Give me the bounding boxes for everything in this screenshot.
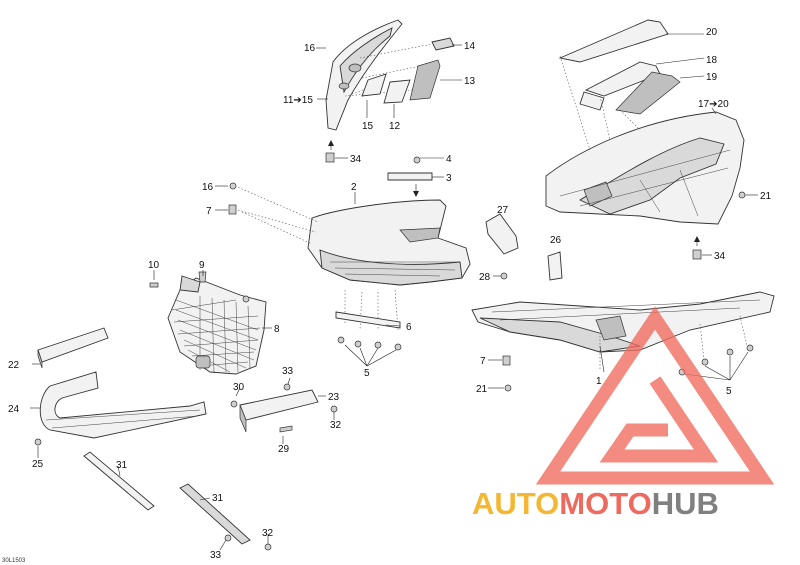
part-26-bracket — [547, 251, 563, 281]
part-19-pad — [579, 71, 681, 115]
watermark-hub: HUB — [652, 486, 719, 521]
part-27-bracket — [485, 213, 519, 255]
part-2-nose-panel — [234, 185, 471, 331]
callout-29: 29 — [278, 444, 290, 455]
part-20-pad — [558, 19, 669, 63]
part-18-pad — [584, 61, 661, 97]
part-23-bracket — [239, 389, 319, 433]
watermark-triangle — [535, 306, 775, 485]
part-7-nut-right — [502, 355, 511, 366]
watermark-inner-mark — [599, 376, 719, 463]
watermark-auto: AUTO — [472, 486, 559, 521]
callout-5-right: 5 — [726, 386, 732, 397]
callout-32-bottom: 32 — [262, 528, 274, 539]
part-5-fasteners-left — [337, 336, 402, 351]
part-32-screw-mid — [330, 405, 338, 413]
callout-30: 30 — [233, 382, 245, 393]
part-31-strip-lower — [179, 483, 251, 545]
leader-lines — [30, 33, 758, 551]
part-9-clip — [198, 271, 207, 283]
callout-16-left: 16 — [202, 182, 214, 193]
part-1-side-skirt — [471, 291, 775, 370]
callout-labels: 16 14 13 11➔15 15 12 34 4 3 2 16 7 10 9 … — [2, 27, 772, 564]
callout-32-mid: 32 — [330, 420, 342, 431]
part-8-grille — [167, 275, 267, 375]
part-31-strip-upper — [83, 451, 155, 511]
callout-34-top: 34 — [350, 154, 362, 165]
part-33-screw-bottom — [224, 534, 232, 542]
part-7-nut-left — [228, 204, 237, 215]
callout-27: 27 — [497, 205, 509, 216]
callout-18: 18 — [706, 55, 718, 66]
drawing-code: 30L1503 — [2, 558, 26, 564]
callout-15: 15 — [362, 121, 374, 132]
callout-25: 25 — [32, 459, 44, 470]
part-13-trim-piece — [409, 59, 441, 101]
callout-33-bottom: 33 — [210, 550, 222, 561]
part-12-panel — [383, 79, 411, 104]
callout-4: 4 — [446, 154, 452, 165]
callout-2: 2 — [351, 182, 357, 193]
callout-24: 24 — [8, 404, 20, 415]
svg-text:AUTOMOTOHUB: AUTOMOTOHUB — [472, 486, 719, 521]
part-10-bolt — [149, 282, 159, 288]
callout-13: 13 — [464, 76, 476, 87]
part-6-strip — [335, 311, 401, 329]
callout-22: 22 — [8, 360, 20, 371]
callout-33-mid: 33 — [282, 366, 294, 377]
callout-26: 26 — [550, 235, 562, 246]
part-34-top-clip — [325, 140, 348, 163]
callout-7-right: 7 — [480, 356, 486, 367]
part-29-screw — [279, 425, 293, 433]
callout-20: 20 — [706, 27, 718, 38]
part-24-bumper — [39, 371, 207, 439]
watermark-logo: AUTOMOTOHUB — [472, 306, 775, 521]
callout-19: 19 — [706, 72, 718, 83]
callout-23: 23 — [328, 392, 340, 403]
callout-16-top: 16 — [304, 43, 316, 54]
callout-11-15: 11➔15 — [283, 95, 313, 106]
part-32-screw-bottom — [264, 543, 272, 551]
callout-31-lower: 31 — [212, 493, 224, 504]
part-4-screw — [413, 156, 421, 164]
part-28-screw — [500, 272, 508, 280]
callout-12: 12 — [389, 121, 401, 132]
part-22-rail — [37, 327, 109, 369]
callout-31-upper: 31 — [116, 460, 128, 471]
part-33-screw-mid — [283, 383, 291, 391]
part-21-screw-right — [738, 191, 746, 199]
callout-34-right: 34 — [714, 251, 726, 262]
part-3-bracket — [387, 172, 433, 197]
part-17-20-side-panel — [545, 55, 745, 225]
callout-14: 14 — [464, 41, 476, 52]
callout-9: 9 — [199, 260, 205, 271]
callout-7-left: 7 — [206, 206, 212, 217]
watermark-moto: MOTO — [559, 486, 651, 521]
part-21-screw-lower — [504, 384, 512, 392]
callout-28: 28 — [479, 272, 491, 283]
callout-21-lower: 21 — [476, 384, 488, 395]
part-14-small-pad — [431, 37, 455, 51]
callout-6: 6 — [406, 322, 412, 333]
part-34-right-clip — [692, 236, 702, 260]
part-16-screw-left — [229, 182, 237, 190]
callout-10: 10 — [148, 260, 160, 271]
callout-17-20: 17➔20 — [698, 99, 729, 110]
part-30-screw — [230, 400, 238, 408]
callout-1: 1 — [596, 376, 602, 387]
callout-5-left: 5 — [364, 368, 370, 379]
callout-8: 8 — [274, 324, 280, 335]
part-15-panel — [361, 73, 387, 97]
part-25-screw — [34, 438, 42, 446]
callout-21-right: 21 — [760, 191, 772, 202]
callout-3: 3 — [446, 173, 452, 184]
